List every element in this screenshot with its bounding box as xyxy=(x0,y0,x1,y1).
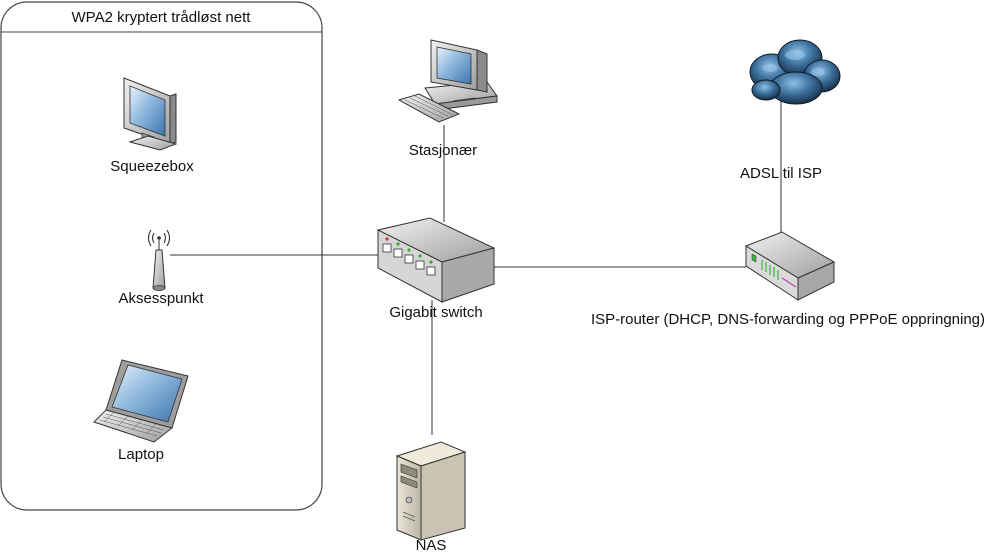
laptop-label: Laptop xyxy=(118,446,164,463)
access-point-label: Aksesspunkt xyxy=(118,290,204,307)
wireless-access-point-icon xyxy=(147,229,171,291)
server-tower-icon xyxy=(395,441,467,541)
router-label: ISP-router (DHCP, DNS-forwarding og PPPo… xyxy=(591,311,985,328)
network-switch-icon xyxy=(376,217,496,303)
desktop-computer-icon xyxy=(397,39,498,123)
router-icon xyxy=(744,231,836,301)
connections xyxy=(170,100,782,435)
switch-label: Gigabit switch xyxy=(389,304,482,321)
laptop-icon xyxy=(93,359,189,443)
cloud-icon xyxy=(749,39,841,105)
internet-label: ADSL til ISP xyxy=(740,165,822,182)
squeezebox-label: Squeezebox xyxy=(110,158,194,175)
monitor-icon xyxy=(123,77,178,151)
wireless-zone-title: WPA2 kryptert trådløst nett xyxy=(72,9,252,26)
nas-label: NAS xyxy=(416,537,447,554)
desktop-label: Stasjonær xyxy=(409,142,477,159)
